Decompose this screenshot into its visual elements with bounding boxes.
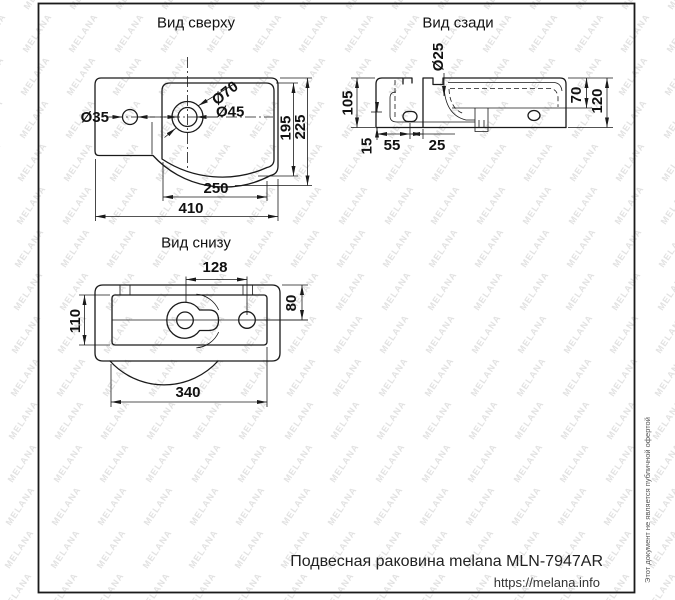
drain-stub xyxy=(474,108,489,132)
body-outline xyxy=(422,77,567,129)
extension-line xyxy=(162,162,268,201)
disclaimer-note: Этот документ не является публичной офер… xyxy=(643,417,652,583)
extension-line xyxy=(256,284,308,321)
bottom-view-title: Вид снизу xyxy=(161,235,231,252)
dim-225: 225 xyxy=(292,114,309,139)
rear-view: Вид сзади Ø25 105 xyxy=(340,15,613,155)
extension-line xyxy=(95,159,279,221)
basin-rim xyxy=(161,82,275,178)
dim-d25: Ø25 xyxy=(430,43,447,71)
front-bulge-arc xyxy=(109,360,219,386)
dim-70: 70 xyxy=(568,87,585,104)
dim-15: 15 xyxy=(359,138,376,155)
top-view-title: Вид сверху xyxy=(157,15,236,32)
dim-340: 340 xyxy=(175,384,200,401)
dim-arrow xyxy=(164,127,176,138)
extension-line xyxy=(110,347,268,407)
sink-outline xyxy=(94,77,279,188)
rim-edge xyxy=(448,82,563,92)
dim-arrow xyxy=(198,83,235,107)
dim-120: 120 xyxy=(589,88,606,113)
fixing-hole-right xyxy=(527,109,541,122)
hidden-basin-corner xyxy=(448,88,466,115)
rear-view-title: Вид сзади xyxy=(422,15,493,32)
hidden-rim xyxy=(450,88,559,107)
left-bracket-rim xyxy=(403,77,413,84)
dim-105: 105 xyxy=(340,90,357,115)
dim-55: 55 xyxy=(384,137,401,154)
drain-recess-arc xyxy=(196,293,220,349)
dim-128: 128 xyxy=(202,259,227,276)
centerline-vertical xyxy=(185,276,248,315)
dim-25: 25 xyxy=(429,137,446,154)
base-outline xyxy=(94,284,281,362)
left-bracket-outer xyxy=(375,77,404,129)
dim-195: 195 xyxy=(278,115,295,140)
fixing-hole-left xyxy=(402,110,418,123)
dim-410: 410 xyxy=(178,200,203,217)
drain-keyhole xyxy=(166,301,220,339)
product-caption: Подвесная раковина melana MLN-7947AR xyxy=(290,553,603,570)
extension-line xyxy=(409,123,424,139)
dim-80: 80 xyxy=(283,295,300,312)
dim-d45: Ø45 xyxy=(216,104,244,121)
left-bracket-inner xyxy=(389,91,475,123)
basin-corner xyxy=(443,85,475,121)
site-url: https://melana.info xyxy=(494,575,600,590)
top-view: Вид сверху Ø35 Ø45 Ø70 195 xyxy=(81,15,312,221)
sheet-border xyxy=(37,2,636,594)
dim-250: 250 xyxy=(203,180,228,197)
dim-110: 110 xyxy=(67,309,84,333)
dim-d35: Ø35 xyxy=(81,109,109,126)
bottom-view: Вид снизу 128 110 80 3 xyxy=(67,235,308,407)
mount-notches xyxy=(119,285,253,295)
